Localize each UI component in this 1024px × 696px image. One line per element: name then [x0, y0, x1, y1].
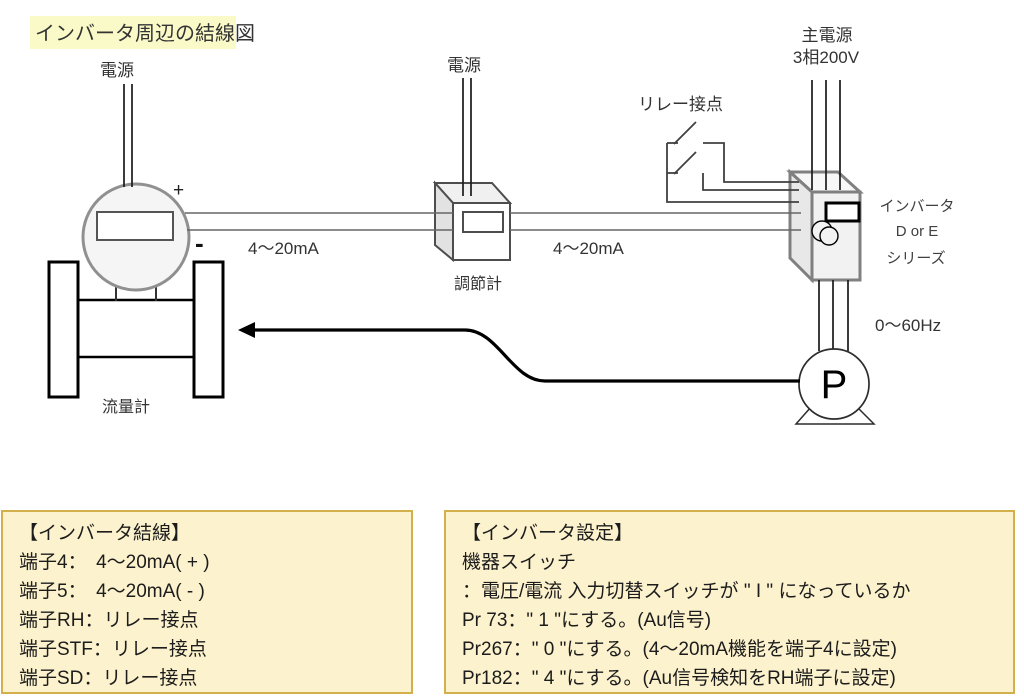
- controller-box: 調節計: [432, 180, 513, 293]
- power-mid-label: 電源: [447, 56, 481, 75]
- main-power-label-line1: 主電源: [802, 26, 853, 45]
- inverter-knob-inner: [819, 226, 839, 246]
- relay-contact-label: リレー接点: [638, 95, 723, 114]
- controller-label: 調節計: [454, 275, 502, 293]
- signal-right-label: 4～20mA: [553, 239, 625, 258]
- signal-left-label: 4～20mA: [248, 239, 320, 258]
- note-line: 端子5： 4～20mA( - ): [19, 581, 205, 602]
- power-wires-left: [123, 84, 133, 187]
- feedback-arrow: [238, 322, 800, 383]
- page-title: インバータ周辺の結線図: [35, 22, 255, 45]
- motor-wires: [818, 280, 849, 351]
- flow-meter: + - 流量計: [47, 180, 225, 416]
- settings-note-box: 【インバータ設定】 機器スイッチ ：電圧/電流 入力切替スイッチが " I " …: [444, 510, 1015, 694]
- note-line: 機器スイッチ: [462, 552, 577, 573]
- note-line: Pr267：" 0 "にする。(4～20mA機能を端子4に設定): [462, 639, 897, 660]
- inverter-label-line2: D or E: [896, 223, 939, 240]
- wiring-note-box: 【インバータ結線】 端子4： 4～20mA( + ) 端子5： 4～20mA( …: [1, 510, 413, 694]
- inverter-label-line3: シリーズ: [886, 250, 945, 267]
- pump: P: [794, 348, 876, 425]
- feedback-arrow-head: [238, 322, 255, 338]
- pump-circle: [798, 348, 870, 420]
- feedback-arrow-shaft: [254, 328, 800, 383]
- flow-meter-label: 流量計: [102, 398, 150, 416]
- output-freq-label: 0～60Hz: [875, 316, 941, 335]
- inverter-display: [824, 201, 861, 223]
- power-left-label: 電源: [100, 61, 134, 80]
- flange-right: [192, 260, 225, 399]
- note-line: 端子STF：リレー接点: [19, 639, 207, 660]
- pump-letter: P: [821, 363, 848, 407]
- note-line: 端子4： 4～20mA( + ): [19, 552, 210, 573]
- note-line: 端子SD：リレー接点: [19, 668, 198, 689]
- polarity-plus-label: +: [173, 180, 184, 201]
- flange-left: [47, 260, 80, 399]
- note-line: Pr 73：" 1 "にする。(Au信号): [462, 610, 712, 631]
- note-line: 【インバータ設定】: [462, 523, 634, 544]
- note-line: ：電圧/電流 入力切替スイッチが " I " になっているか: [462, 581, 911, 602]
- note-line: Pr182：" 4 "にする。(Au信号検知をRH端子に設定): [462, 668, 896, 689]
- flow-meter-display: [96, 211, 174, 241]
- inverter-side-face: [788, 168, 814, 284]
- polarity-minus-label: -: [195, 228, 204, 258]
- power-wires-mid: [462, 78, 472, 196]
- page-title-group: インバータ周辺の結線図: [30, 16, 255, 49]
- inverter-face-details: [811, 201, 861, 246]
- inverter-label-line1: インバータ: [879, 198, 954, 215]
- relay-contact-symbol: [666, 121, 799, 203]
- title-highlight: [30, 16, 236, 49]
- main-power-wires: [811, 80, 841, 190]
- main-power-label-line2: 3相200V: [793, 48, 860, 67]
- diagram-canvas: インバータ周辺の結線図 + - 流量計 調節計 電源 電源: [30, 16, 955, 425]
- controller-display: [462, 211, 504, 233]
- note-line: 【インバータ結線】: [19, 523, 191, 544]
- flow-meter-body: [76, 298, 196, 359]
- signal-wires: [185, 212, 801, 231]
- note-line: 端子RH：リレー接点: [19, 610, 199, 631]
